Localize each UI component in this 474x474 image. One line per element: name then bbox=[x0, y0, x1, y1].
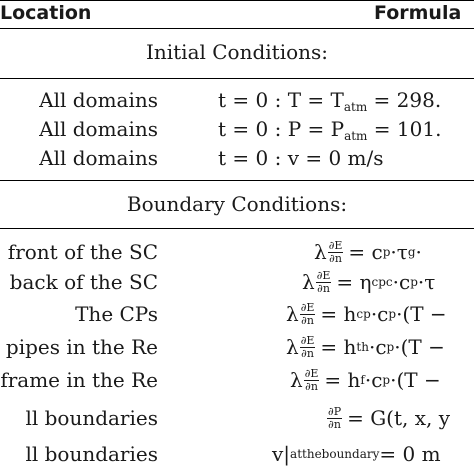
table-row: All domains t = 0 : v = 0 m/s bbox=[0, 144, 474, 172]
location-cell: pipes in the Re bbox=[5, 335, 158, 359]
partial-fraction: ∂E∂n bbox=[299, 333, 316, 360]
initial-conditions-title: Initial Conditions: bbox=[145, 40, 329, 64]
partial-fraction: ∂E∂n bbox=[303, 366, 320, 393]
initial-section-rule bbox=[0, 78, 474, 79]
partial-fraction: ∂P∂n bbox=[327, 404, 343, 431]
table-row: ll boundaries ∂P∂n = G(t, x, y bbox=[0, 404, 474, 432]
formula-header: Formula bbox=[374, 2, 462, 24]
table-row: All domains t = 0 : P = Patm = 101. bbox=[0, 115, 474, 143]
formula-cell: t = 0 : v = 0 m/s bbox=[218, 146, 384, 170]
location-cell: back of the SC bbox=[9, 270, 158, 294]
partial-fraction: ∂E∂n bbox=[299, 300, 316, 327]
formula-cell: t = 0 : P = Patm = 101. bbox=[218, 117, 442, 143]
initial-bottom-rule bbox=[0, 180, 474, 181]
location-cell: ll boundaries bbox=[25, 442, 158, 466]
location-cell: The CPs bbox=[75, 302, 158, 326]
location-header: Location bbox=[0, 2, 92, 24]
boundary-conditions-title: Boundary Conditions: bbox=[126, 192, 348, 216]
boundary-section-rule bbox=[0, 228, 474, 229]
partial-fraction: ∂E∂n bbox=[327, 238, 344, 265]
location-cell: frame in the Re bbox=[0, 368, 158, 392]
location-cell: ll boundaries bbox=[25, 406, 158, 430]
location-cell: All domains bbox=[39, 146, 158, 170]
formula-cell: ∂P∂n = G(t, x, y bbox=[327, 404, 451, 431]
location-cell: All domains bbox=[39, 117, 158, 141]
location-cell: front of the SC bbox=[7, 240, 158, 264]
partial-fraction: ∂E∂n bbox=[315, 268, 332, 295]
formula-cell: t = 0 : T = Tatm = 298. bbox=[218, 88, 442, 114]
header-rule bbox=[0, 28, 474, 29]
table-row: ll boundaries v|attheboundary = 0 m bbox=[0, 440, 474, 468]
formula-cell: v|attheboundary = 0 m bbox=[272, 442, 441, 466]
table-row: All domains t = 0 : T = Tatm = 298. bbox=[0, 86, 474, 114]
location-cell: All domains bbox=[39, 88, 158, 112]
top-rule bbox=[0, 0, 474, 1]
